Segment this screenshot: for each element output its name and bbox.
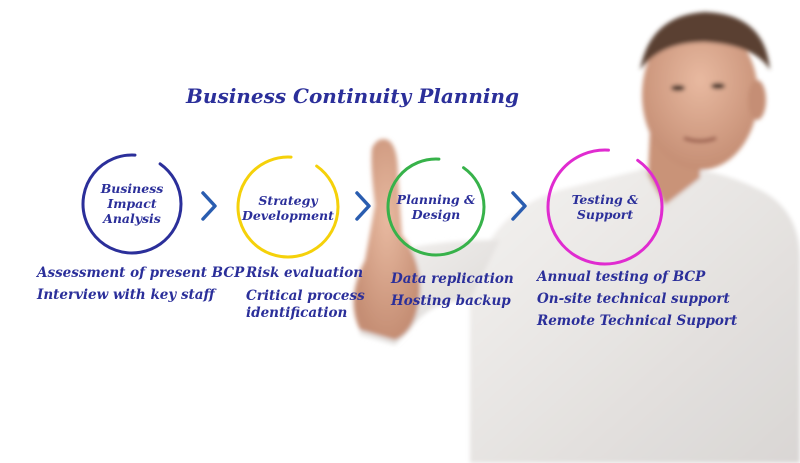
stage-3-label-line-2: Design	[411, 207, 461, 222]
stage-2-label-line-1: Strategy	[258, 193, 318, 208]
stage-4-detail-1: Annual testing of BCP	[537, 269, 706, 285]
stage-4-details: Annual testing of BCP On-site technical …	[537, 266, 737, 332]
chevron-arrow-3-icon	[511, 191, 527, 221]
stage-1-label-line-1: Business	[100, 181, 164, 196]
stage-2-detail-2: Critical process identification	[246, 288, 365, 321]
stage-2-details: Risk evaluation Critical process identif…	[246, 262, 366, 322]
stage-3-detail-2: Hosting backup	[391, 293, 511, 309]
stage-4-detail-2: On-site technical support	[537, 291, 730, 307]
stage-3-circle	[386, 157, 486, 257]
stage-3-details: Data replication Hosting backup	[391, 268, 514, 312]
stage-2-circle	[236, 155, 340, 259]
stage-3-label: Planning & Design	[384, 192, 488, 222]
diagram-title: Business Continuity Planning	[186, 84, 519, 108]
stage-2-label: Strategy Development	[234, 193, 342, 223]
stage-1-label: Business Impact Analysis	[80, 181, 184, 226]
stage-1-label-line-3: Analysis	[103, 211, 161, 226]
stage-1-detail-1: Assessment of present BCP	[37, 265, 245, 281]
stage-3-label-line-1: Planning &	[396, 192, 476, 207]
stage-3-detail-1: Data replication	[391, 271, 514, 287]
stage-1-detail-2: Interview with key staff	[37, 287, 215, 303]
chevron-arrow-2-icon	[355, 191, 371, 221]
stage-2-detail-1: Risk evaluation	[246, 265, 364, 281]
stage-4-detail-3: Remote Technical Support	[537, 313, 738, 329]
stage-4-label-line-1: Testing &	[571, 192, 639, 207]
chevron-arrow-1-icon	[201, 191, 217, 221]
stage-4-label: Testing & Support	[547, 192, 663, 222]
stage-1-details: Assessment of present BCP Interview with…	[37, 262, 244, 306]
stage-4-circle	[546, 148, 664, 266]
stage-1-circle	[81, 153, 183, 255]
presenter-figure	[353, 12, 800, 463]
stage-2-label-line-2: Development	[242, 208, 334, 223]
stage-4-label-line-2: Support	[576, 207, 634, 222]
stage-1-label-line-2: Impact	[107, 196, 157, 211]
